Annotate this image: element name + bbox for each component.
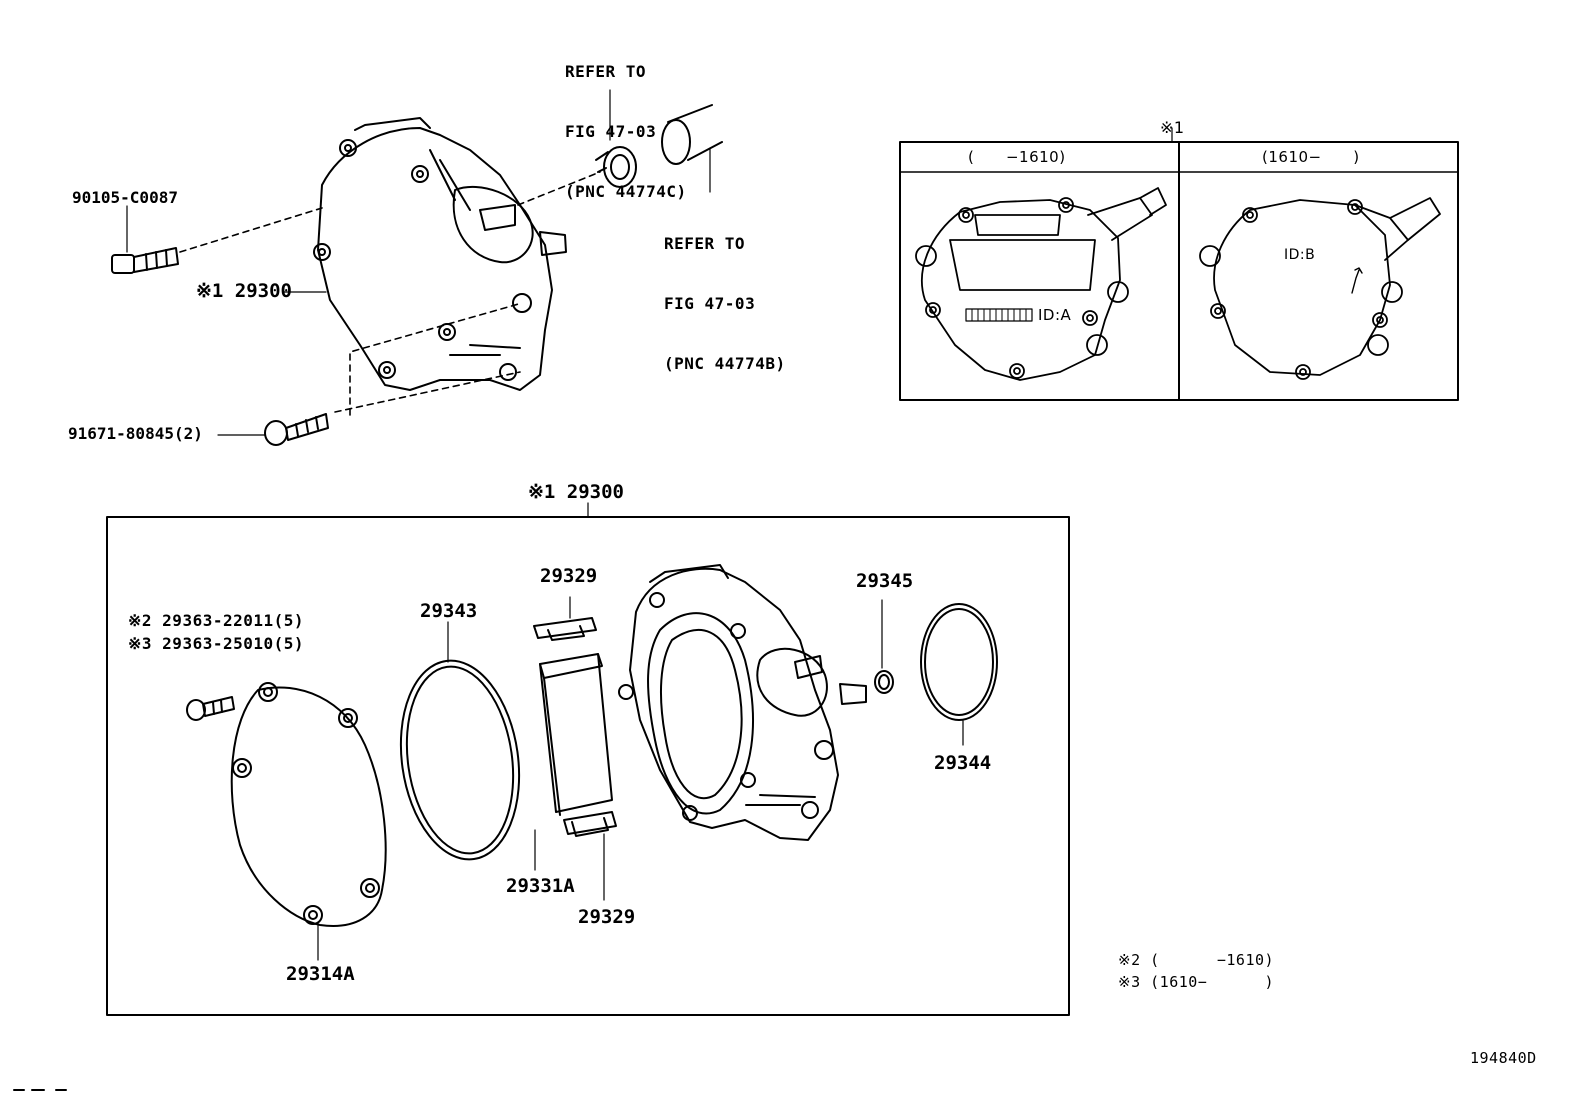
vacuum-hose [661,104,723,165]
ref-line: (PNC 44774C) [565,182,687,201]
part-label-29300-kit: ※1 29300 [528,481,624,503]
part-label-29344: 29344 [934,752,992,774]
figure-id: 194840D [1470,1049,1537,1067]
screw-29363 [186,696,235,721]
part-label-29314A: 29314A [286,963,355,985]
ref-line: REFER TO [565,62,647,81]
valve-29331A [539,653,613,816]
cover-plate-29314A [230,682,387,927]
inset-col-left: ( −1610) [968,148,1066,166]
part-label-29329-lower: 29329 [578,906,636,928]
inset-id-b: ID:B [1284,247,1316,263]
part-label-29363-a: ※2 29363-22011(5) [128,611,305,630]
hose-clamp [595,146,637,188]
inset-title: ※1 [1160,118,1185,137]
part-label-29300-top: ※1 29300 [196,280,292,302]
oring-29344 [920,603,998,721]
part-label-29331A: 29331A [506,875,575,897]
part-label-29329-upper: 29329 [540,565,598,587]
oring-29343 [399,659,521,861]
inset-pump-left [915,187,1167,381]
part-label-29345: 29345 [856,570,914,592]
inset-col-right: (1610− ) [1262,148,1360,166]
part-label-29343: 29343 [420,600,478,622]
part-label-91671: 91671-80845(2) [68,424,203,443]
inset-table [899,127,1459,401]
part-label-29363-b: ※3 29363-25010(5) [128,634,305,653]
bolt-90105 [111,247,179,274]
vacuum-pump-body [618,564,867,841]
note-2: ※2 ( −1610) [1118,951,1275,969]
inset-pump-right [1199,197,1441,380]
refer-to-44774B: REFER TO FIG 47-03 (PNC 44774B) [664,194,786,394]
refer-to-44774C: REFER TO FIG 47-03 (PNC 44774C) [565,22,687,222]
plate-29329-lower [563,811,617,837]
part-label-90105: 90105-C0087 [72,188,178,207]
vacuum-pump-top [313,117,567,391]
inset-id-a: ID:A [1038,306,1072,324]
ref-line: (PNC 44774B) [664,354,786,373]
ref-line: FIG 47-03 [664,294,756,313]
plate-29329-upper [533,617,597,641]
note-3: ※3 (1610− ) [1118,973,1275,991]
ref-line: REFER TO [664,234,746,253]
oring-29345 [874,670,894,694]
bolt-91671 [264,413,329,446]
ref-line: FIG 47-03 [565,122,657,141]
